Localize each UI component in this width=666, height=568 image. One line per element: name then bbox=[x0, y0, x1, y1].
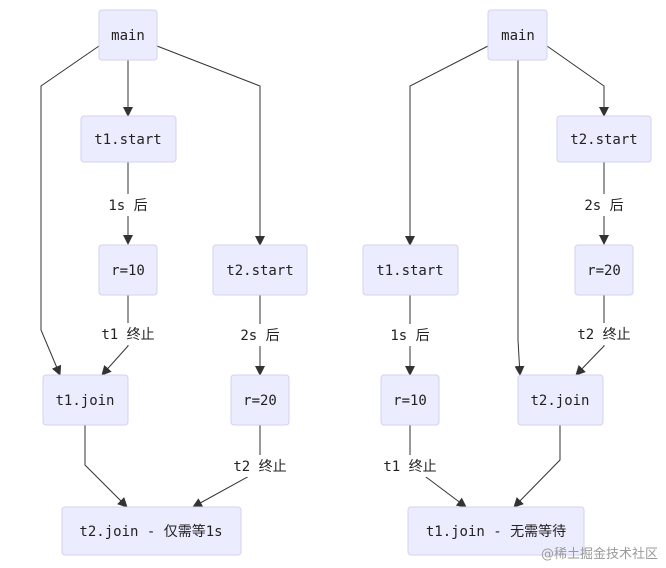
node-r10: r=10 bbox=[380, 374, 440, 426]
edge-label-2s-after: 2s 后 bbox=[576, 194, 632, 216]
node-label: r=20 bbox=[587, 263, 621, 279]
edge-label-1s-after: 1s 后 bbox=[382, 324, 438, 346]
node-t1-join: t1.join bbox=[42, 374, 129, 426]
node-label: r=10 bbox=[111, 263, 145, 279]
edge-label-text: 2s 后 bbox=[240, 328, 279, 344]
edge-label-t1-terminated: t1 终止 bbox=[376, 455, 444, 477]
watermark: @稀土掘金技术社区 bbox=[540, 547, 658, 562]
edge-label-t1-terminated: t1 终止 bbox=[94, 323, 162, 345]
node-main: main bbox=[98, 9, 158, 61]
node-label: t1.start bbox=[376, 263, 443, 279]
edge-label-2s-after: 2s 后 bbox=[232, 324, 288, 346]
node-label: t2.join bbox=[530, 393, 589, 409]
node-main: main bbox=[487, 9, 548, 61]
edge-label-text: 1s 后 bbox=[390, 328, 429, 344]
edge-main-to-t2-join bbox=[514, 60, 525, 376]
node-t1-start: t1.start bbox=[80, 115, 177, 163]
node-t2-start: t2.start bbox=[556, 115, 652, 163]
edge-t2-join-to-final bbox=[513, 425, 561, 508]
node-t1-start: t1.start bbox=[362, 244, 459, 296]
edge-label-text: t1 终止 bbox=[101, 327, 154, 343]
node-t2-join-final: t2.join - 仅需等1s bbox=[61, 506, 242, 556]
node-r10: r=10 bbox=[98, 244, 158, 296]
edge-label-t2-terminated: t2 终止 bbox=[226, 455, 294, 477]
node-label: r=20 bbox=[243, 393, 277, 409]
edge-label-text: t1 终止 bbox=[383, 459, 436, 475]
edge-label-t2-terminated: t2 终止 bbox=[570, 323, 638, 345]
node-label: t1.start bbox=[94, 132, 161, 148]
edge-main-to-t1-start bbox=[405, 45, 489, 246]
node-t1-join-final: t1.join - 无需等待 bbox=[407, 506, 585, 556]
edge-main-to-t2-start bbox=[546, 45, 609, 117]
edge-label-text: 2s 后 bbox=[584, 198, 623, 214]
node-label: t1.join bbox=[55, 393, 114, 409]
edge-t1-join-to-final bbox=[84, 425, 128, 508]
node-label: t2.start bbox=[570, 132, 637, 148]
edge-label-text: t2 终止 bbox=[233, 459, 286, 475]
node-label: main bbox=[111, 28, 145, 44]
node-label: t2.start bbox=[226, 263, 293, 279]
edge-r10-to-t1-join bbox=[101, 295, 129, 376]
node-t2-start: t2.start bbox=[212, 244, 308, 296]
node-r20: r=20 bbox=[230, 374, 290, 426]
edge-label-1s-after: 1s 后 bbox=[100, 194, 156, 216]
edge-main-to-t1-join bbox=[40, 45, 100, 376]
edge-main-to-t2-start bbox=[156, 45, 265, 246]
edge-label-text: t2 终止 bbox=[577, 327, 630, 343]
node-label: r=10 bbox=[393, 393, 427, 409]
edge-r20-to-t2-join bbox=[575, 295, 605, 376]
node-label: t1.join - 无需等待 bbox=[426, 523, 566, 540]
node-r20: r=20 bbox=[574, 244, 634, 296]
node-label: t2.join - 仅需等1s bbox=[79, 523, 222, 540]
node-label: main bbox=[501, 28, 535, 44]
node-t2-join: t2.join bbox=[517, 374, 604, 426]
edge-label-text: 1s 后 bbox=[108, 198, 147, 214]
